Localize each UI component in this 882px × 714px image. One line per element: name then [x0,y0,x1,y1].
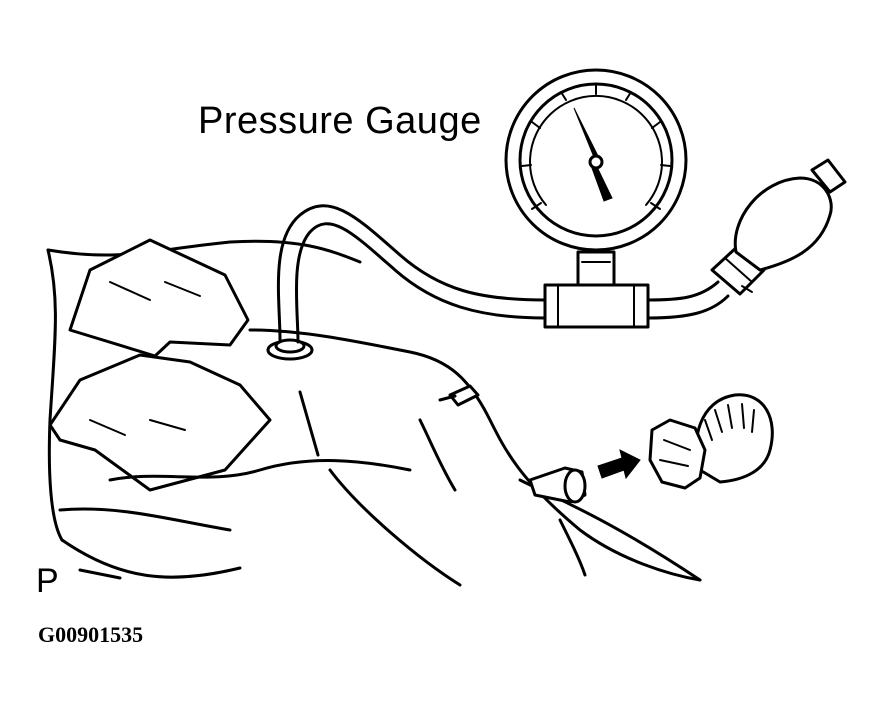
gauge-label: Pressure Gauge [198,100,482,142]
hose [276,204,730,344]
cap-icon [648,393,774,490]
tee-fitting [543,250,650,329]
arrow-right-icon [597,449,641,480]
corner-mark: P [36,562,59,600]
pressure-gauge-icon [504,68,688,252]
tank-body [46,238,702,587]
figure-code: G00901535 [38,622,144,647]
hand-pump-bulb-icon [710,158,847,296]
